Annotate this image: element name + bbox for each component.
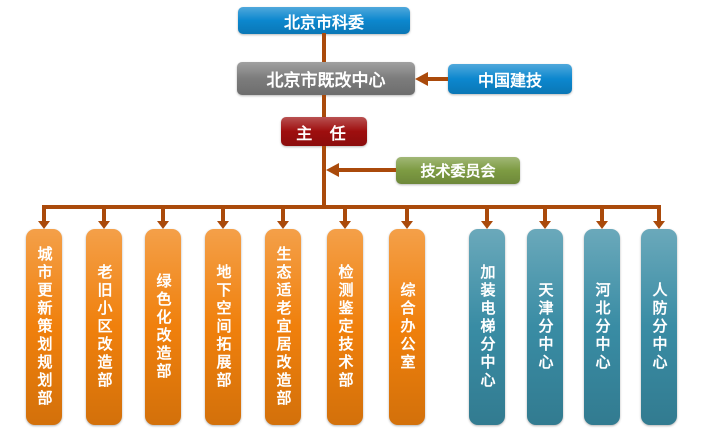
- arrow-down-icon: [98, 221, 110, 229]
- branche-column: 天津分中心: [527, 207, 563, 428]
- connector-line: [161, 207, 165, 222]
- arrow-down-icon: [339, 221, 351, 229]
- connector-director-to-trunk: [322, 146, 326, 207]
- arrow-down-icon: [277, 221, 289, 229]
- root-box: 北京市科委: [238, 7, 410, 34]
- department-label: 综合办公室: [398, 282, 417, 372]
- department-box: 生态适老宜居改造部: [265, 229, 301, 425]
- arrow-down-icon: [38, 221, 50, 229]
- department-label: 生态适老宜居改造部: [274, 246, 293, 408]
- branche-label: 河北分中心: [593, 282, 612, 372]
- branche-label: 加装电梯分中心: [478, 264, 497, 390]
- department-column: 检测鉴定技术部: [327, 207, 363, 428]
- department-label: 城市更新策划规划部: [35, 246, 54, 408]
- arrow-down-icon: [157, 221, 169, 229]
- center-label: 北京市既改中心: [266, 71, 386, 91]
- branche-box: 人防分中心: [641, 229, 677, 425]
- department-box: 城市更新策划规划部: [26, 229, 62, 425]
- department-box: 绿色化改造部: [145, 229, 181, 425]
- branche-box: 河北分中心: [584, 229, 620, 425]
- branche-column: 加装电梯分中心: [469, 207, 505, 428]
- arrow-down-icon: [481, 221, 493, 229]
- connector-line: [485, 207, 489, 222]
- director-box: 主 任: [281, 117, 367, 146]
- connector-committee: [338, 168, 396, 172]
- connector-line: [600, 207, 604, 222]
- connector-line: [405, 207, 409, 222]
- department-box: 地下空间拓展部: [205, 229, 241, 425]
- department-box: 检测鉴定技术部: [327, 229, 363, 425]
- branche-label: 人防分中心: [650, 282, 669, 372]
- external-box: 中国建技: [448, 64, 572, 94]
- department-column: 综合办公室: [389, 207, 425, 428]
- connector-line: [281, 207, 285, 222]
- arrow-down-icon: [653, 221, 665, 229]
- branche-column: 人防分中心: [641, 207, 677, 428]
- committee-box: 技术委员会: [396, 157, 520, 184]
- arrow-down-icon: [217, 221, 229, 229]
- arrow-left-icon: [326, 163, 339, 177]
- department-label: 老旧小区改造部: [95, 264, 114, 390]
- arrow-down-icon: [401, 221, 413, 229]
- department-column: 地下空间拓展部: [205, 207, 241, 428]
- department-box: 老旧小区改造部: [86, 229, 122, 425]
- department-box: 综合办公室: [389, 229, 425, 425]
- department-column: 绿色化改造部: [145, 207, 181, 428]
- connector-line: [102, 207, 106, 222]
- department-column: 生态适老宜居改造部: [265, 207, 301, 428]
- root-label: 北京市科委: [283, 12, 364, 32]
- branche-column: 河北分中心: [584, 207, 620, 428]
- connector-line: [221, 207, 225, 222]
- connector-root-to-center: [322, 33, 326, 63]
- connector-center-to-director: [322, 95, 326, 117]
- arrow-down-icon: [596, 221, 608, 229]
- department-label: 地下空间拓展部: [214, 264, 233, 390]
- arrow-down-icon: [539, 221, 551, 229]
- department-label: 检测鉴定技术部: [336, 264, 355, 390]
- center-box: 北京市既改中心: [237, 62, 415, 95]
- branche-box: 加装电梯分中心: [469, 229, 505, 425]
- trunk-horizontal-line: [42, 205, 661, 209]
- department-column: 城市更新策划规划部: [26, 207, 62, 428]
- external-label: 中国建技: [477, 71, 542, 90]
- arrow-left-icon: [415, 72, 428, 86]
- department-label: 绿色化改造部: [154, 273, 173, 381]
- connector-line: [343, 207, 347, 222]
- branche-box: 天津分中心: [527, 229, 563, 425]
- director-label: 主 任: [296, 123, 352, 143]
- department-column: 老旧小区改造部: [86, 207, 122, 428]
- branche-label: 天津分中心: [536, 282, 555, 372]
- connector-external: [427, 77, 448, 81]
- connector-line: [657, 207, 661, 222]
- connector-line: [42, 207, 46, 222]
- committee-label: 技术委员会: [420, 162, 496, 180]
- connector-line: [543, 207, 547, 222]
